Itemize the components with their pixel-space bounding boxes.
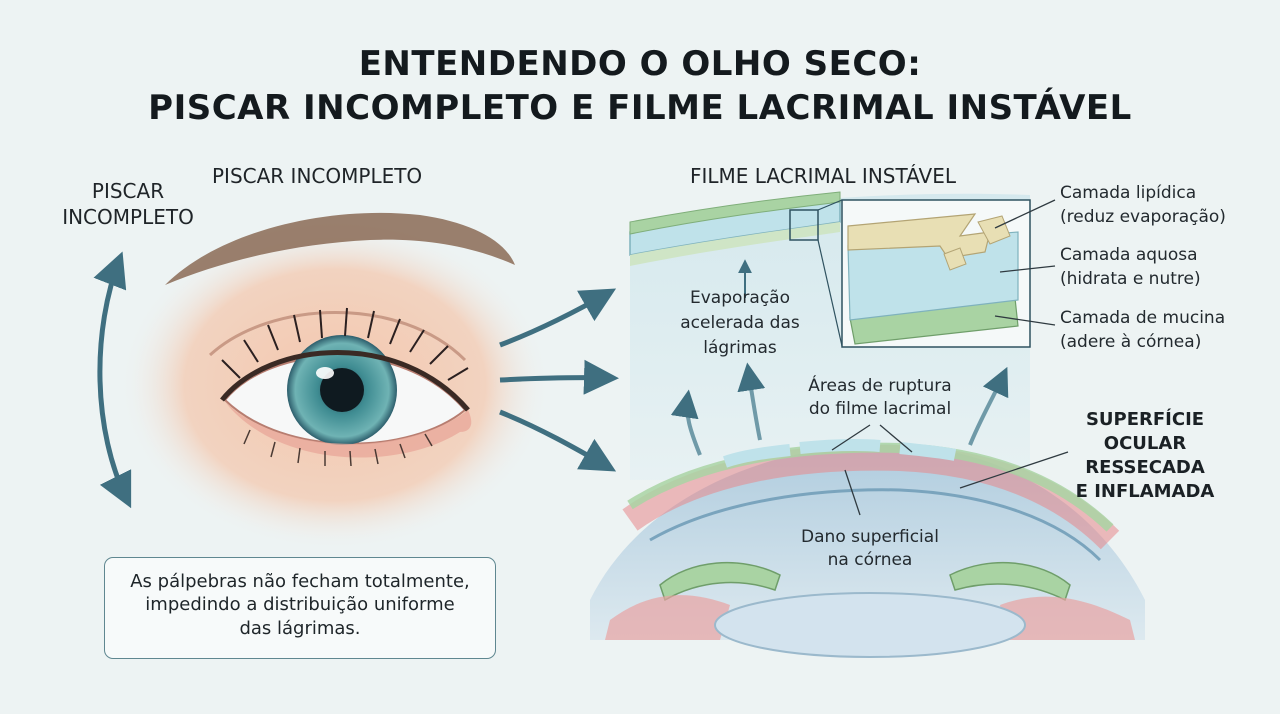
evaporation-label-1: Evaporação bbox=[690, 288, 790, 308]
flow-arrow-bottom bbox=[499, 409, 617, 472]
surface-label-1: SUPERFÍCIE bbox=[1085, 409, 1205, 430]
lower-lashes bbox=[243, 429, 433, 467]
tear-film-panel bbox=[590, 191, 1145, 658]
lens bbox=[714, 592, 1026, 658]
upper-lashes bbox=[221, 307, 469, 381]
layer-aqueous-desc: (hidrata e nutre) bbox=[1060, 269, 1201, 289]
note-line-3: das lágrimas. bbox=[239, 617, 361, 639]
lipid-layer bbox=[847, 213, 991, 259]
layer-mucin-desc: (adere à córnea) bbox=[1060, 332, 1202, 352]
rupture-label-2: do filme lacrimal bbox=[808, 399, 952, 419]
evaporation-label-3: lágrimas bbox=[703, 338, 777, 358]
surface-label-4: E INFLAMADA bbox=[1075, 481, 1215, 502]
side-label-line1: PISCAR bbox=[91, 179, 165, 203]
right-heading: FILME LACRIMAL INSTÁVEL bbox=[690, 164, 957, 188]
note-line-2: impedindo a distribuição uniforme bbox=[145, 594, 455, 616]
side-label-line2: INCOMPLETO bbox=[62, 205, 194, 229]
surface-label-3: RESSECADA bbox=[1085, 457, 1205, 478]
evaporation-arrow bbox=[670, 389, 702, 456]
layer-mucin-name: Camada de mucina bbox=[1060, 308, 1226, 328]
layer-lipid-name: Camada lipídica bbox=[1060, 183, 1197, 203]
rupture-label-1: Áreas de ruptura bbox=[808, 376, 952, 396]
damage-label-1: Dano superficial bbox=[801, 527, 939, 547]
upper-eyelid bbox=[220, 350, 470, 412]
evaporation-arrow bbox=[737, 362, 766, 441]
surface-label-2: OCULAR bbox=[1103, 433, 1187, 454]
layer-aqueous-name: Camada aquosa bbox=[1060, 245, 1198, 265]
eye-illustration bbox=[120, 212, 550, 550]
page-title-line2: PISCAR INCOMPLETO E FILME LACRIMAL INSTÁ… bbox=[148, 88, 1132, 128]
cornea-section bbox=[590, 444, 1145, 640]
note-line-1: As pálpebras não fecham totalmente, bbox=[130, 571, 470, 592]
damage-label-2: na córnea bbox=[827, 550, 913, 570]
page-title-line1: ENTENDENDO O OLHO SECO: bbox=[358, 44, 922, 84]
evaporation-arrow bbox=[968, 366, 1009, 446]
flow-arrow-top bbox=[499, 288, 617, 348]
blink-note-box: As pálpebras não fecham totalmente, impe… bbox=[104, 557, 496, 659]
inflamed-surface bbox=[622, 444, 1120, 550]
pupil bbox=[320, 368, 364, 412]
eyebrow bbox=[165, 212, 515, 285]
evaporation-label-2: acelerada das bbox=[680, 313, 800, 333]
blink-arrow bbox=[93, 251, 132, 509]
flow-arrow-middle bbox=[499, 359, 619, 395]
left-heading: PISCAR INCOMPLETO bbox=[212, 164, 423, 188]
layer-lipid-desc: (reduz evaporação) bbox=[1060, 207, 1226, 227]
